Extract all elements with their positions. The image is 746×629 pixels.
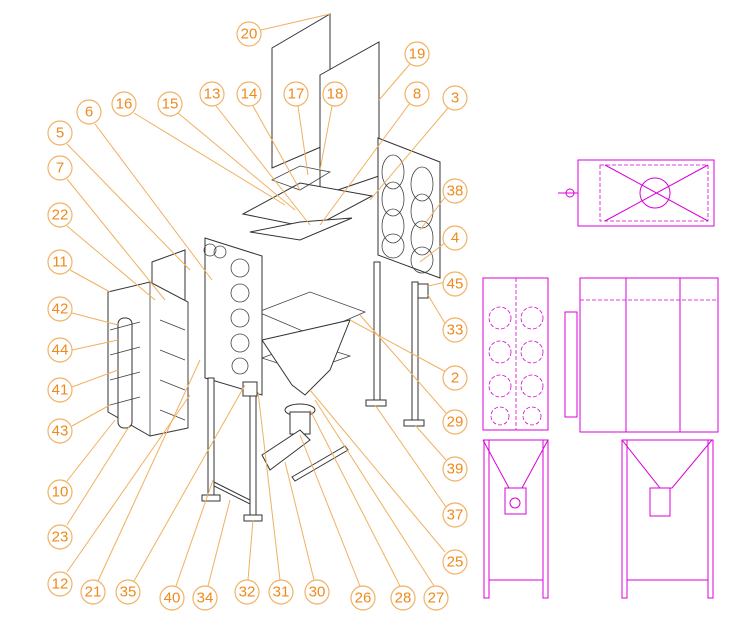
callout-10: 10 <box>47 479 73 505</box>
baffle <box>249 217 353 241</box>
callout-37: 37 <box>442 502 468 528</box>
svg-text:43: 43 <box>52 423 69 440</box>
callout-31: 31 <box>268 579 294 605</box>
screw-conveyor <box>261 429 311 471</box>
callout-40: 40 <box>159 585 185 611</box>
svg-text:7: 7 <box>56 160 64 177</box>
exploded-view <box>107 13 441 522</box>
hopper <box>261 319 351 396</box>
svg-text:14: 14 <box>241 86 258 103</box>
callout-42: 42 <box>47 296 73 322</box>
callouts: 20 19 16 15 13 14 17 18 8 3 6 5 7 38 22 … <box>47 21 468 611</box>
svg-text:39: 39 <box>447 461 464 478</box>
callout-38: 38 <box>442 178 468 204</box>
svg-text:31: 31 <box>273 584 290 601</box>
side-view <box>564 277 719 599</box>
leader-lines <box>66 13 449 587</box>
frame-2 <box>256 291 367 336</box>
callout-12: 12 <box>47 571 73 597</box>
svg-text:29: 29 <box>447 414 464 431</box>
callout-18: 18 <box>322 81 348 107</box>
svg-text:32: 32 <box>239 584 256 601</box>
svg-text:18: 18 <box>327 86 344 103</box>
svg-text:5: 5 <box>56 125 64 142</box>
callout-34: 34 <box>192 585 218 611</box>
callout-17: 17 <box>283 81 309 107</box>
callout-3: 3 <box>442 85 468 111</box>
callout-44: 44 <box>47 337 73 363</box>
svg-text:26: 26 <box>355 590 372 607</box>
access-door-11 <box>107 281 189 437</box>
svg-text:8: 8 <box>413 86 421 103</box>
roof-plate <box>241 182 374 229</box>
filter-panel-6 <box>203 237 263 396</box>
callout-35: 35 <box>115 579 141 605</box>
callout-23: 23 <box>47 524 73 550</box>
callout-28: 28 <box>390 585 416 611</box>
svg-text:40: 40 <box>164 590 181 607</box>
svg-text:45: 45 <box>447 276 464 293</box>
svg-text:35: 35 <box>120 584 137 601</box>
svg-text:25: 25 <box>447 554 464 571</box>
svg-text:16: 16 <box>116 96 133 113</box>
callout-26: 26 <box>350 585 376 611</box>
callout-27: 27 <box>423 585 449 611</box>
svg-text:17: 17 <box>288 86 305 103</box>
svg-text:6: 6 <box>85 104 93 121</box>
callout-25: 25 <box>442 549 468 575</box>
svg-text:37: 37 <box>447 507 464 524</box>
callout-16: 16 <box>111 91 137 117</box>
callout-7: 7 <box>47 155 73 181</box>
svg-text:2: 2 <box>451 370 459 387</box>
bar-30 <box>291 445 349 482</box>
svg-text:30: 30 <box>309 584 326 601</box>
callout-29: 29 <box>442 409 468 435</box>
svg-text:13: 13 <box>204 86 221 103</box>
callout-14: 14 <box>236 81 262 107</box>
svg-text:22: 22 <box>52 207 69 224</box>
callout-4: 4 <box>442 225 468 251</box>
svg-text:28: 28 <box>395 590 412 607</box>
svg-text:11: 11 <box>52 254 68 271</box>
callout-6: 6 <box>76 99 102 125</box>
callout-39: 39 <box>442 456 468 482</box>
svg-text:20: 20 <box>241 26 258 43</box>
svg-text:42: 42 <box>52 301 69 318</box>
front-legs <box>201 377 263 522</box>
svg-text:12: 12 <box>52 576 69 593</box>
callout-41: 41 <box>47 377 73 403</box>
front-view <box>482 277 549 599</box>
callout-43: 43 <box>47 418 73 444</box>
svg-text:38: 38 <box>447 183 464 200</box>
top-view <box>558 159 715 227</box>
callout-5: 5 <box>47 120 73 146</box>
callout-2: 2 <box>442 365 468 391</box>
svg-text:19: 19 <box>409 46 426 63</box>
callout-33: 33 <box>442 317 468 343</box>
callout-11: 11 <box>47 249 73 275</box>
filter-panel-3 <box>377 137 441 279</box>
svg-text:27: 27 <box>428 590 445 607</box>
svg-text:23: 23 <box>52 529 69 546</box>
svg-text:41: 41 <box>52 382 69 399</box>
callout-32: 32 <box>234 579 260 605</box>
svg-text:15: 15 <box>162 96 179 113</box>
svg-text:34: 34 <box>197 590 214 607</box>
svg-text:4: 4 <box>451 230 459 247</box>
svg-text:21: 21 <box>85 584 102 601</box>
callout-30: 30 <box>304 579 330 605</box>
callout-13: 13 <box>199 81 225 107</box>
rear-legs <box>365 261 429 427</box>
svg-text:44: 44 <box>52 342 69 359</box>
callout-8: 8 <box>404 81 430 107</box>
callout-15: 15 <box>157 91 183 117</box>
callout-21: 21 <box>80 579 106 605</box>
callout-20: 20 <box>236 21 262 47</box>
callout-45: 45 <box>442 271 468 297</box>
callout-19: 19 <box>404 41 430 67</box>
callout-22: 22 <box>47 202 73 228</box>
svg-text:10: 10 <box>52 484 69 501</box>
svg-text:3: 3 <box>451 90 459 107</box>
svg-text:33: 33 <box>447 322 464 339</box>
